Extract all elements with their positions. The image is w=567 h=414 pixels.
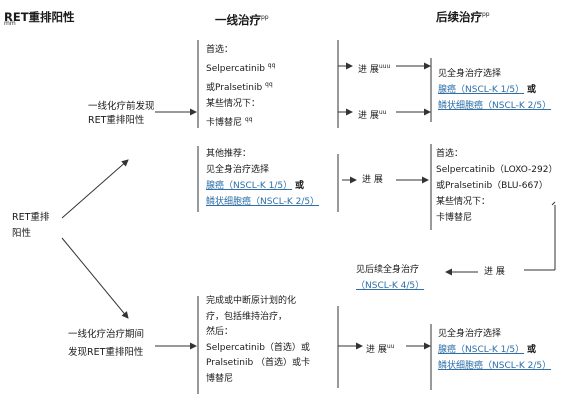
progress-label-5: 进 展uu (366, 343, 395, 355)
title-sub: mm (4, 20, 16, 27)
during-chemo-box: 完成或中断原计划的化 疗，包括维持治疗， 然后： Selpercatinib（首… (206, 296, 311, 384)
branch-before-chemo: 一线化疗前发现 RET重排阳性 (88, 101, 155, 126)
link-squamous[interactable]: 鳞状细胞癌（NSCL-K 2/5） (206, 197, 320, 207)
progress-label-1: 进 展uuu (358, 63, 391, 75)
link-subsequent-therapy[interactable]: （NSCL-K 4/5） (356, 281, 425, 291)
first-line-other-box: 其他推荐： 见全身治疗选择 腺癌（NSCL-K 1/5） 或 鳞状细胞癌（NSC… (206, 149, 320, 207)
branch-during-chemo: 一线化疗治疗期间 发现RET重排阳性 (68, 329, 145, 358)
progress-label-2: 进 展uu (358, 109, 387, 121)
link-adenocarcinoma[interactable]: 腺癌（NSCL-K 1/5） (438, 85, 525, 95)
progress-label-3: 进 展 (362, 175, 383, 185)
link-squamous[interactable]: 鳞状细胞癌（NSCL-K 2/5） (438, 361, 552, 371)
subsequent-box-1: 见全身治疗选择 腺癌（NSCL-K 1/5） 或 鳞状细胞癌（NSCL-K 2/… (438, 69, 552, 111)
first-line-header: 一线治疗pp (215, 13, 269, 27)
root-node: RET重排 阳性 (12, 212, 50, 239)
link-adenocarcinoma[interactable]: 腺癌（NSCL-K 1/5） (438, 345, 525, 355)
subsequent-box-4: 见全身治疗选择 腺癌（NSCL-K 1/5） 或 鳞状细胞癌（NSCL-K 2/… (438, 329, 552, 371)
link-adenocarcinoma[interactable]: 腺癌（NSCL-K 1/5） (206, 181, 293, 191)
diagram-title: RET重排阳性 (4, 10, 75, 24)
link-squamous[interactable]: 鳞状细胞癌（NSCL-K 2/5） (438, 101, 552, 111)
subsequent-header: 后续治疗pp (436, 10, 490, 24)
subsequent-box-2: 首选： Selpercatinib（LOXO-292） 或Pralsetinib… (436, 149, 558, 223)
first-line-preferred-box: 首选： Selpercatinib qq 或Pralsetinib qq 某些情… (206, 45, 276, 128)
subsequent-box-3: 见后续全身治疗 （NSCL-K 4/5） (356, 265, 425, 291)
progress-label-4: 进 展 (484, 267, 505, 277)
